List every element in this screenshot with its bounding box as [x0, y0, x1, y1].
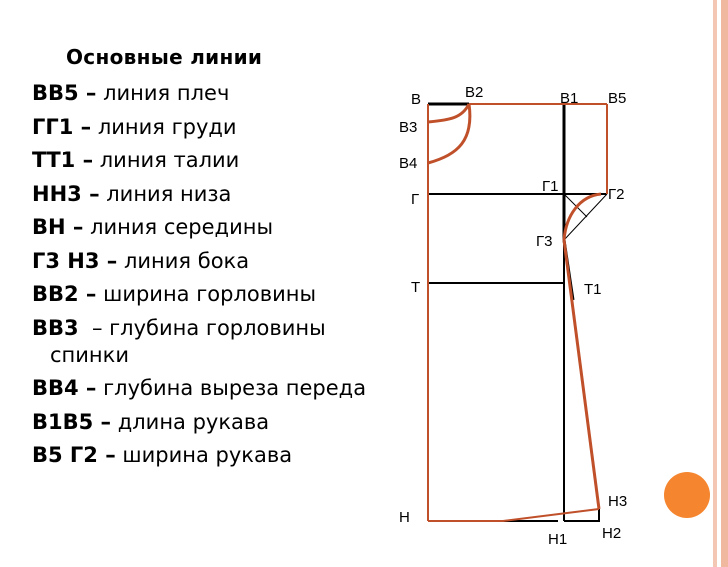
label-h2: Н2 [602, 525, 621, 542]
label-t1: Т1 [584, 281, 602, 298]
item-desc: – глубина горловины спинки [50, 315, 333, 367]
side-line [562, 239, 601, 510]
slide-border-outer [721, 0, 728, 567]
label-b3: В3 [399, 119, 417, 136]
label-b5: В5 [608, 90, 626, 107]
item-desc: линия груди [91, 114, 237, 139]
list-item: ТТ1 – линия талии [32, 147, 372, 174]
hem-line [428, 508, 600, 522]
list-item: ГГ1 – линия груди [32, 114, 372, 141]
slide-title: Основные линии [66, 45, 263, 69]
item-desc: линия плеч [96, 81, 230, 105]
construction-lines [428, 102, 608, 522]
item-term: Г3 Н3 – [32, 248, 118, 273]
neckline-front [427, 103, 472, 165]
list-item: Г3 Н3 – линия бока [32, 248, 372, 275]
label-b1: В1 [560, 90, 578, 107]
item-desc: линия бока [117, 248, 250, 273]
item-term: ВВ3 [32, 315, 79, 340]
item-term: ВН – [32, 215, 84, 239]
item-desc: линия середины [83, 215, 274, 239]
neckline-back [427, 103, 471, 124]
item-desc: длина рукава [111, 409, 270, 434]
label-h1: Н1 [548, 531, 567, 548]
label-t: Т [411, 279, 420, 296]
label-g: Г [411, 191, 419, 208]
list-item: ВВ3 – глубина горловины спинки [32, 315, 372, 369]
label-b: В [411, 91, 421, 108]
list-item: ВВ2 – ширина горловины [32, 281, 372, 308]
list-item: ВВ4 – глубина выреза переда [32, 375, 372, 402]
bisector-line [563, 193, 588, 218]
point-labels: В В2 В1 В5 В3 В4 Г Г1 Г2 Г3 Т Т1 Н Н1 Н2… [399, 84, 627, 548]
label-b2: В2 [465, 84, 483, 101]
label-b4: В4 [399, 155, 417, 172]
item-term: НН3 – [32, 181, 100, 206]
item-term: ВВ4 – [32, 376, 97, 400]
list-item: ВВ5 – линия плеч [32, 80, 372, 107]
slide-border-inner [713, 0, 717, 567]
item-term: В1В5 – [32, 409, 112, 434]
item-term: ВВ2 – [32, 282, 97, 306]
item-desc: линия талии [93, 148, 240, 172]
g2-g3-line [563, 193, 608, 241]
line-h1-h2-h3 [564, 509, 600, 522]
list-item: В1В5 – длина рукава [32, 409, 372, 436]
label-g2: Г2 [608, 186, 624, 203]
item-term: ВВ5 – [32, 81, 97, 105]
armhole-curve [562, 192, 602, 241]
list-item: В5 Г2 – ширина рукава [32, 442, 372, 469]
lines-list: ВВ5 – линия плеч ГГ1 – линия груди ТТ1 –… [32, 80, 372, 476]
label-g1: Г1 [542, 178, 558, 195]
list-item: ВН – линия середины [32, 214, 372, 241]
item-desc: ширина рукава [115, 443, 293, 467]
item-desc: ширина горловины [96, 282, 317, 306]
item-term: ТТ1 – [32, 148, 94, 172]
orange-circle-decoration [664, 472, 710, 518]
label-g3: Г3 [536, 233, 552, 250]
item-term: ГГ1 – [32, 114, 92, 139]
label-h: Н [399, 509, 410, 526]
item-term: В5 Г2 – [32, 443, 116, 467]
label-h3: Н3 [608, 493, 627, 510]
list-item: НН3 – линия низа [32, 181, 372, 208]
item-desc: линия низа [99, 181, 232, 206]
pattern-lines [427, 103, 608, 522]
item-desc: глубина выреза переда [96, 376, 367, 400]
